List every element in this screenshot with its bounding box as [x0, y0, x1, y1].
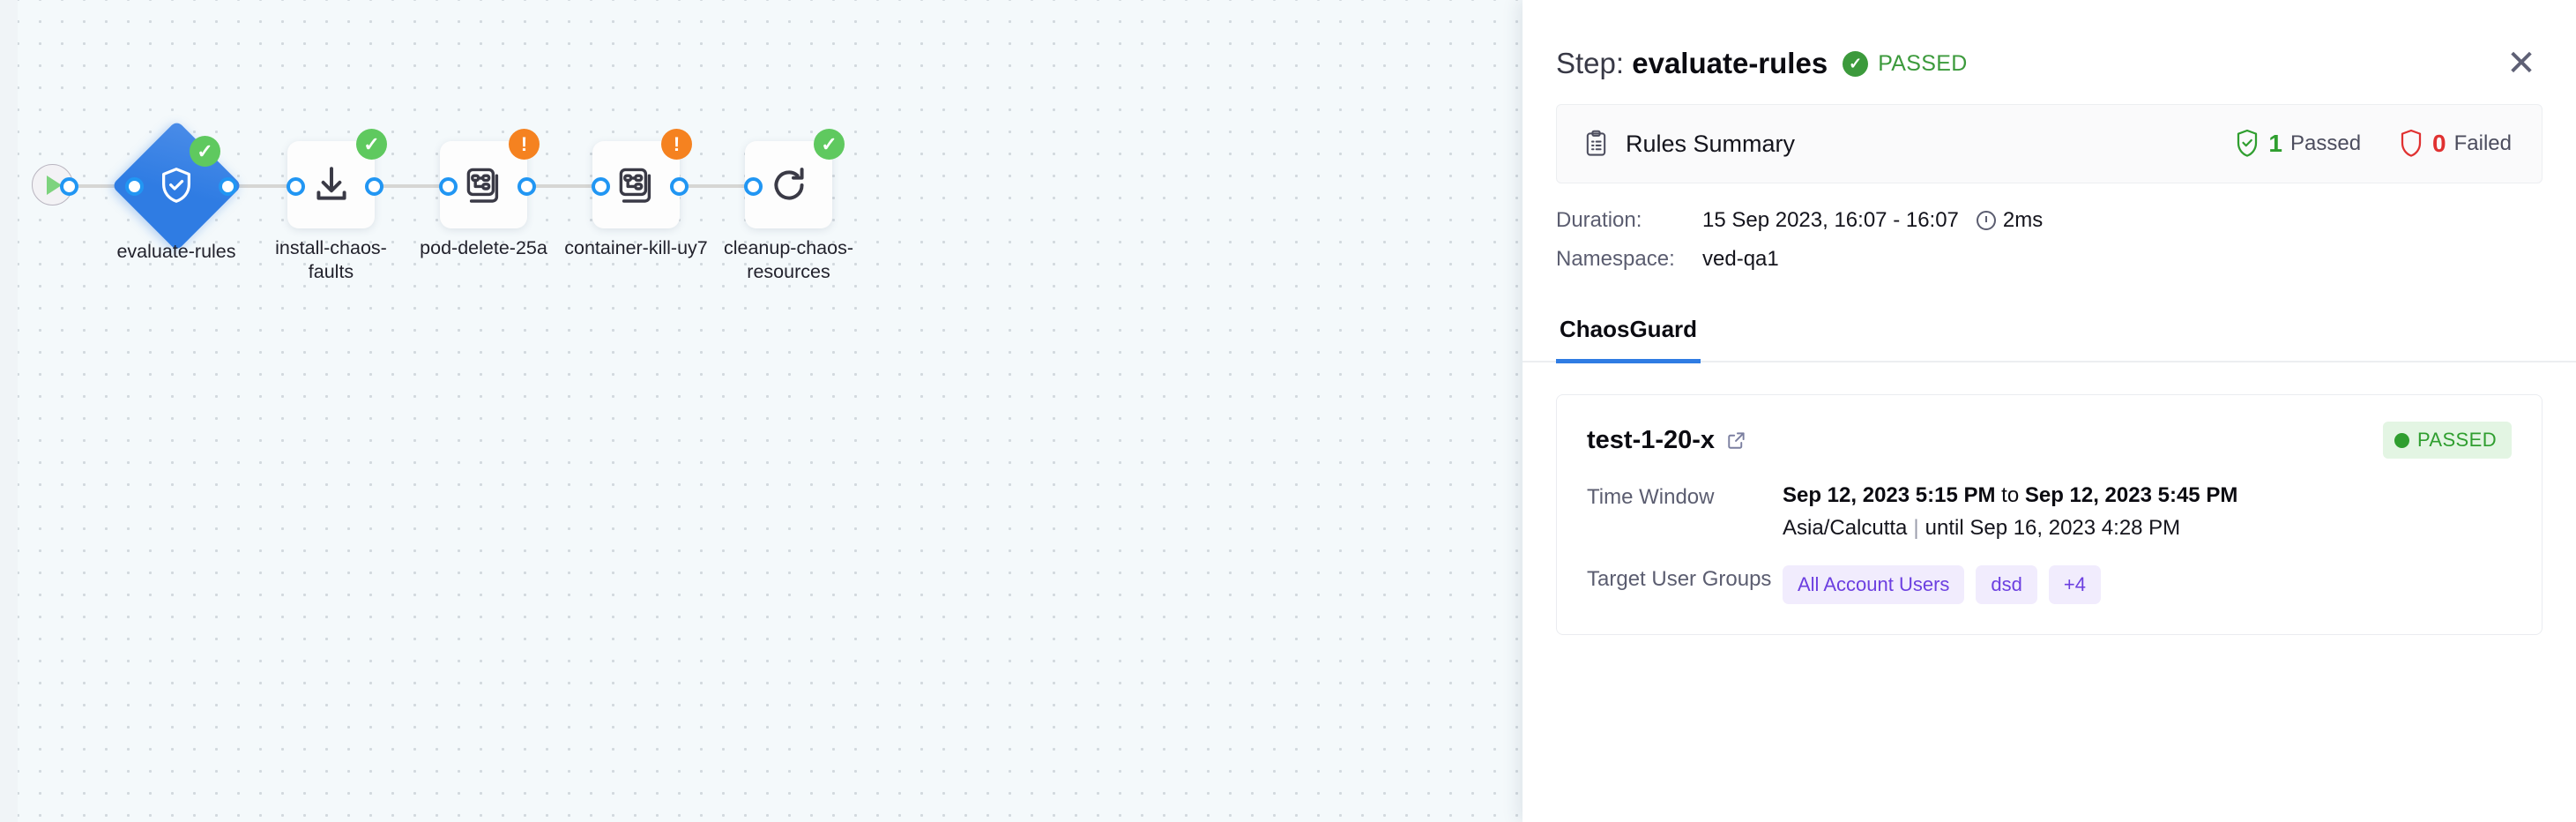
edge-pod-to-container	[522, 184, 610, 188]
panel-tabs: ChaosGuard	[1523, 305, 2576, 363]
port-cleanup-in[interactable]	[744, 177, 763, 196]
duration-value: 15 Sep 2023, 16:07 - 16:07	[1702, 208, 1959, 232]
play-icon	[47, 175, 62, 195]
duration-value-wrap: 15 Sep 2023, 16:07 - 16:07 2ms	[1702, 208, 2043, 233]
port-install-in[interactable]	[287, 177, 305, 196]
close-icon[interactable]: ✕	[2506, 44, 2536, 83]
meta-row-namespace: Namespace: ved-qa1	[1556, 247, 2542, 272]
edge-container-to-cleanup	[674, 184, 763, 188]
namespace-value: ved-qa1	[1702, 247, 1779, 271]
status-dot-icon	[2394, 432, 2409, 448]
status-badge: PASSED	[1878, 50, 1968, 76]
time-window-end: Sep 12, 2023 5:45 PM	[2024, 483, 2238, 507]
port-start-out[interactable]	[60, 177, 78, 196]
user-group-chip[interactable]: All Account Users	[1783, 565, 1965, 604]
time-window-until: until Sep 16, 2023 4:28 PM	[1925, 516, 2181, 540]
node-evaluate-rules[interactable]: ✓ evaluate-rules	[111, 120, 242, 262]
node-label: pod-delete-25a	[420, 237, 547, 258]
edge-evaluate-to-install	[220, 184, 304, 188]
port-container-out[interactable]	[670, 177, 689, 196]
panel-header: Step: evaluate-rules ✓ PASSED ✕	[1523, 0, 2576, 92]
chaosguard-test-card: test-1-20-x PASSED Time Window Sep 12, 2	[1556, 394, 2542, 635]
port-evaluate-out[interactable]	[219, 177, 237, 196]
status-badge-warning: !	[509, 129, 540, 160]
status-badge-success: ✓	[356, 129, 387, 160]
rules-summary-card: Rules Summary 1 Passed 0 Failed	[1556, 104, 2542, 183]
user-group-overflow-chip[interactable]: +4	[2048, 565, 2101, 604]
time-window-sub: Asia/Calcutta|until Sep 16, 2023 4:28 PM	[1783, 516, 2237, 541]
time-window-value: Sep 12, 2023 5:15 PM to Sep 12, 2023 5:4…	[1783, 483, 2237, 541]
external-link-icon[interactable]	[1726, 430, 1746, 451]
tab-chaosguard[interactable]: ChaosGuard	[1556, 305, 1701, 363]
time-window-timezone: Asia/Calcutta	[1783, 516, 1908, 540]
clock-icon	[1976, 211, 1996, 230]
time-window-label: Time Window	[1587, 485, 1715, 509]
user-group-chip[interactable]: dsd	[1976, 565, 2037, 604]
port-evaluate-in[interactable]	[125, 177, 144, 196]
time-window-separator: to	[1995, 483, 2025, 507]
check-icon: ✓	[363, 132, 380, 155]
rules-failed-count: 0	[2432, 130, 2446, 157]
clipboard-icon	[1586, 130, 1606, 156]
check-icon: ✓	[821, 132, 838, 155]
status-check-icon: ✓	[1843, 50, 1869, 77]
test-row-target-user-groups: Target User Groups All Account Users dsd…	[1587, 565, 2512, 604]
test-row-time-window: Time Window Sep 12, 2023 5:15 PM to Sep …	[1587, 483, 2512, 541]
download-icon	[316, 166, 346, 200]
status-badge-success: ✓	[190, 136, 220, 167]
shield-check-icon	[161, 168, 191, 203]
check-glyph: ✓	[1849, 55, 1863, 72]
shield-check-icon	[2237, 129, 2258, 157]
port-install-out[interactable]	[365, 177, 383, 196]
status-badge-warning: !	[661, 129, 692, 160]
test-card-header: test-1-20-x PASSED	[1587, 422, 2512, 459]
port-pod-in[interactable]	[439, 177, 458, 196]
panel-step-name: evaluate-rules	[1632, 47, 1828, 79]
time-window-range: Sep 12, 2023 5:15 PM to Sep 12, 2023 5:4…	[1783, 483, 2237, 508]
node-label: install-chaos- faults	[275, 237, 387, 283]
chaos-fault-icon	[619, 168, 651, 203]
step-meta: Duration: 15 Sep 2023, 16:07 - 16:07 2ms…	[1523, 183, 2576, 286]
node-label: evaluate-rules	[116, 241, 236, 262]
test-status-badge: PASSED	[2382, 422, 2512, 459]
rules-passed-label: Passed	[2289, 131, 2362, 155]
pipeline-canvas[interactable]: ✓ evaluate-rules ✓ install-chaos- faults	[0, 0, 1523, 822]
duration-label: Duration:	[1556, 208, 1642, 232]
edge-start-to-evaluate	[69, 184, 148, 188]
test-status-text: PASSED	[2416, 429, 2497, 451]
meta-row-duration: Duration: 15 Sep 2023, 16:07 - 16:07 2ms	[1556, 208, 2542, 233]
chaos-fault-icon	[466, 168, 498, 203]
node-install-chaos-faults[interactable]: ✓ install-chaos- faults	[275, 129, 387, 282]
divider: |	[1913, 516, 1919, 540]
rules-passed-count: 1	[2268, 130, 2282, 157]
page-title: Step: evaluate-rules	[1556, 47, 1828, 80]
rules-failed-stat: 0 Failed	[2398, 129, 2512, 159]
target-user-groups-label: Target User Groups	[1587, 567, 1772, 591]
time-window-start: Sep 12, 2023 5:15 PM	[1783, 483, 1996, 507]
panel-title-prefix: Step:	[1556, 47, 1633, 79]
status-badge-success: ✓	[814, 129, 845, 160]
node-label: cleanup-chaos- resources	[723, 237, 853, 283]
rules-passed-stat: 1 Passed	[2234, 129, 2361, 159]
rules-failed-label: Failed	[2453, 131, 2512, 155]
exclamation-icon: !	[673, 132, 681, 155]
test-name: test-1-20-x	[1587, 425, 1716, 454]
port-container-in[interactable]	[592, 177, 610, 196]
port-pod-out[interactable]	[517, 177, 536, 196]
shield-icon	[2401, 129, 2422, 157]
rules-summary-title: Rules Summary	[1626, 130, 1796, 157]
step-details-panel: Step: evaluate-rules ✓ PASSED ✕ Rules Su…	[1523, 0, 2576, 822]
duration-elapsed: 2ms	[2002, 208, 2044, 232]
node-label: container-kill-uy7	[564, 237, 708, 258]
check-icon: ✓	[197, 139, 213, 162]
namespace-label: Namespace:	[1556, 247, 1675, 271]
refresh-icon	[774, 167, 804, 199]
edge-install-to-pod	[370, 184, 458, 188]
exclamation-icon: !	[520, 132, 528, 155]
target-user-groups-chips: All Account Users dsd +4	[1783, 565, 2101, 604]
